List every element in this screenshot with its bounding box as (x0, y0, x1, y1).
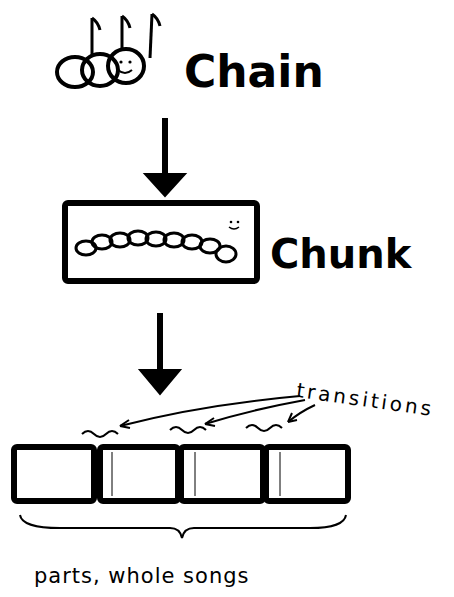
note-label: Chain (184, 50, 324, 94)
part-boxes (14, 447, 348, 501)
chain-illustration (57, 14, 160, 87)
chunk-box: Chunk (62, 200, 260, 284)
transition-marks (82, 396, 315, 437)
brace (20, 515, 346, 538)
node-heading: Chunk (270, 234, 411, 274)
note-label: parts, whole songs (34, 566, 250, 587)
note-label: transitions (295, 380, 435, 419)
inner-chain (76, 221, 239, 262)
down-arrow (140, 118, 185, 394)
